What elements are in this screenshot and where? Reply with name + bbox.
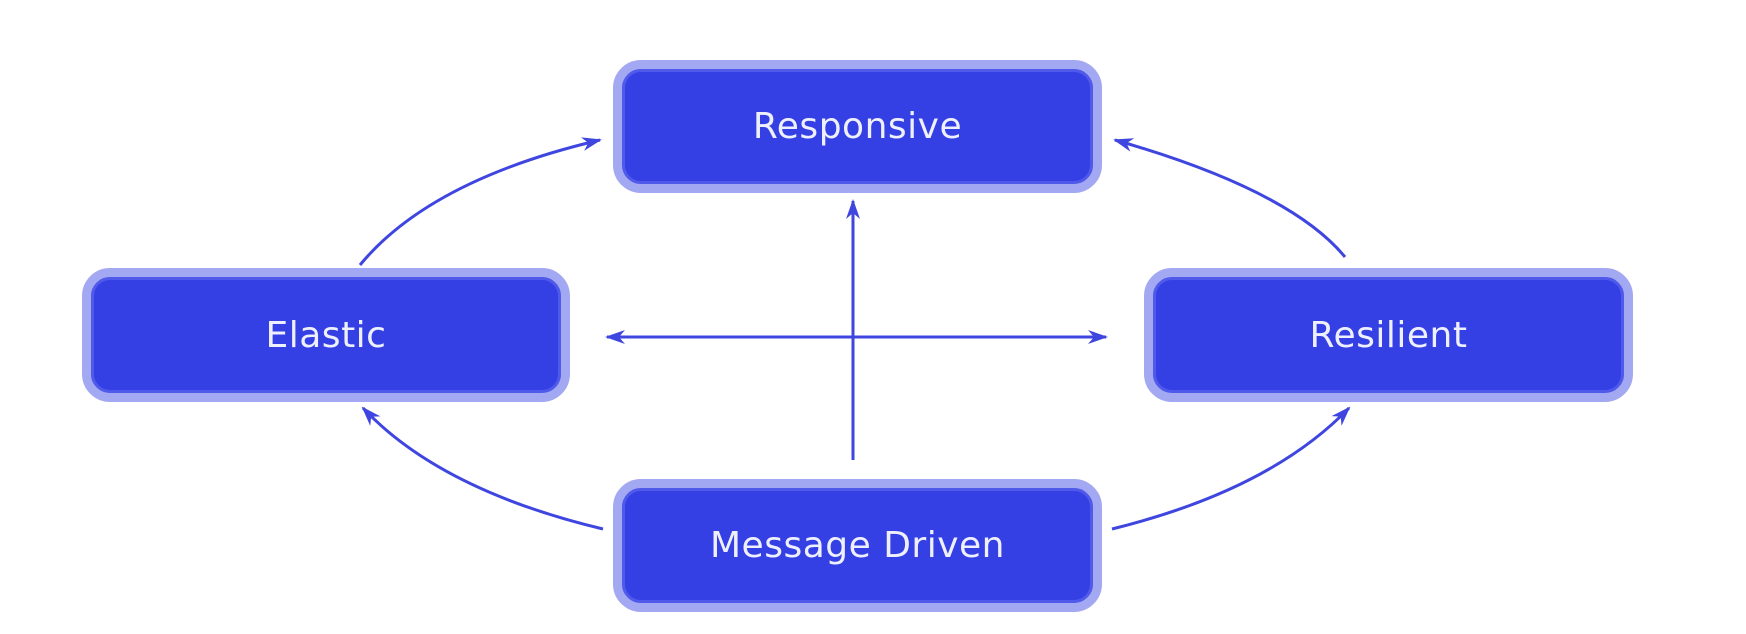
- node-responsive-label: Responsive: [752, 106, 963, 147]
- edge-message-to-resilient: [1111, 406, 1351, 531]
- edge-resilient-to-responsive: [1113, 138, 1347, 258]
- node-message-driven: Message Driven: [613, 479, 1102, 612]
- node-resilient-label: Resilient: [1309, 314, 1468, 356]
- node-responsive: Responsive: [613, 60, 1102, 193]
- edge-message-to-elastic: [361, 406, 604, 531]
- node-resilient: Resilient: [1144, 268, 1633, 402]
- node-message-driven-label: Message Driven: [709, 525, 1006, 566]
- edge-elastic-to-responsive: [358, 137, 602, 266]
- node-elastic-label: Elastic: [265, 314, 387, 356]
- node-elastic: Elastic: [82, 268, 570, 402]
